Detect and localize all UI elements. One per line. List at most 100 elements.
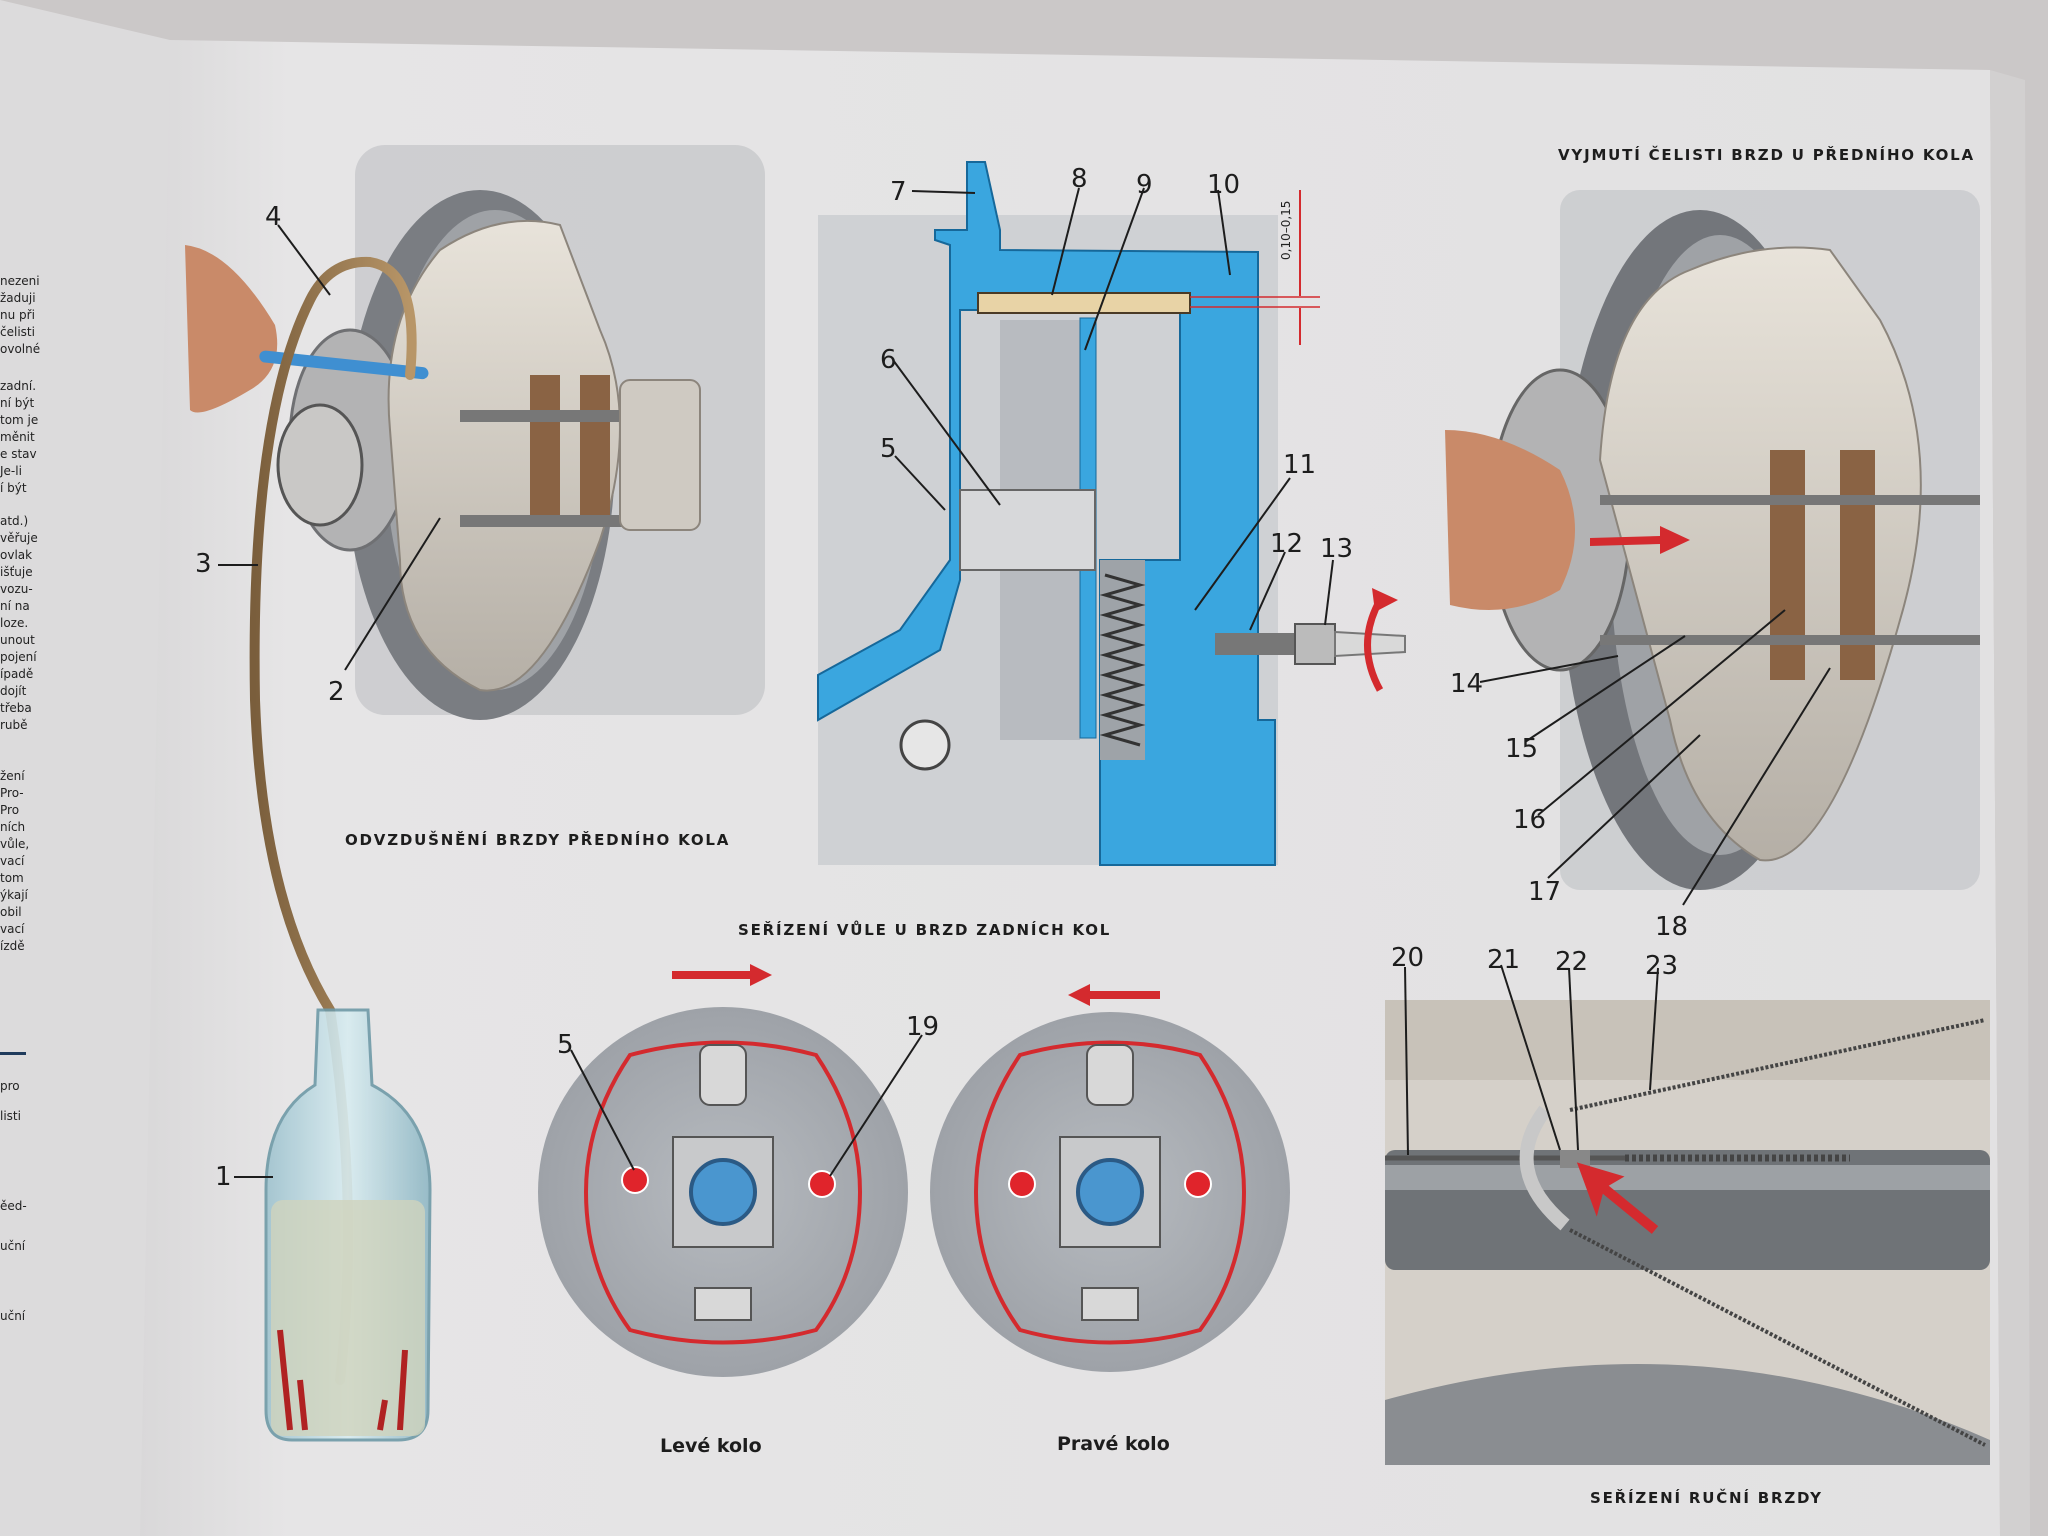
left-page-fragment: listi [0, 1109, 21, 1123]
callout-14: 14 [1450, 669, 1483, 699]
left-page-fragment: Pro- [0, 786, 24, 800]
callout-10: 10 [1207, 170, 1240, 200]
callout-7: 7 [890, 177, 907, 207]
callout-19: 19 [906, 1012, 939, 1042]
handbrake-arrow [1576, 1162, 1659, 1234]
left-wheel-cylinder [699, 1044, 747, 1106]
cable-lower [1569, 1228, 1986, 1447]
caliper-outer [619, 379, 701, 531]
left-page-fragment: dojít [0, 684, 27, 698]
right-wheel-drum [930, 984, 1290, 1372]
callout-6: 6 [880, 345, 897, 375]
right-anchor [1081, 1287, 1139, 1321]
brake-cutaway-section: 0,10–0,15 [817, 161, 1406, 866]
label-right-wheel: Pravé kolo [1057, 1433, 1170, 1455]
callout-15: 15 [1505, 734, 1538, 764]
wheel-hub [276, 403, 364, 527]
left-adjuster-cam-5[interactable] [621, 1166, 649, 1194]
left-page-fragment: Je-li [0, 464, 22, 478]
left-page-fragment: ěed- [0, 1199, 27, 1213]
callout-3: 3 [195, 549, 212, 579]
right-wheel-cylinder [1086, 1044, 1134, 1106]
left-page-fragment: měnit [0, 430, 35, 444]
callout-11: 11 [1283, 450, 1316, 480]
lock-nut [1294, 623, 1336, 665]
left-page-fragment: vůle, [0, 837, 29, 851]
exhaust-pipe [1385, 1364, 1990, 1465]
left-page-fragment: ní na [0, 599, 30, 613]
shoe-pad [1770, 450, 1805, 680]
left-page-fragment: zadní. [0, 379, 36, 393]
left-page-fragment: unout [0, 633, 35, 647]
axle-highlight [1385, 1165, 1990, 1190]
left-page-fragment: í být [0, 481, 27, 495]
callout-22: 22 [1555, 947, 1588, 977]
callout-1: 1 [215, 1162, 232, 1192]
left-page-fragment: e stav [0, 447, 37, 461]
left-page-fragment: žaduji [0, 291, 36, 305]
left-page-fragment: vací [0, 854, 25, 868]
left-page-fragment: čelisti [0, 325, 35, 339]
callout-8: 8 [1071, 164, 1088, 194]
callout-9: 9 [1136, 170, 1153, 200]
left-page-fragment: ýkají [0, 888, 29, 902]
left-page-fragment: ízdě [0, 939, 25, 953]
left-page-fragment: ovlak [0, 548, 32, 562]
right-hub-bearing [1076, 1158, 1144, 1226]
caption-handbrake: SEŘÍZENÍ RUČNÍ BRZDY [1590, 1488, 1823, 1507]
left-hub-bearing [689, 1158, 757, 1226]
shoe-pin-2 [1600, 635, 1980, 645]
callout-18: 18 [1655, 912, 1688, 942]
left-page-fragment: nezeni [0, 274, 40, 288]
left-page-fragment: obil [0, 905, 22, 919]
right-direction-arrow-head [1068, 984, 1090, 1006]
clearance-label: 0,10–0,15 [1279, 201, 1293, 260]
leader-lines [218, 187, 1831, 1178]
left-page-rule [0, 1052, 26, 1055]
left-page-fragment: uční [0, 1239, 26, 1253]
left-page-fragment: ovolné [0, 342, 40, 356]
caption-shoe-removal: VYJMUTÍ ČELISTI BRZD U PŘEDNÍHO KOLA [1558, 145, 1975, 164]
left-anchor [694, 1287, 752, 1321]
brake-pad-2 [580, 375, 610, 525]
callout-21: 21 [1487, 945, 1520, 975]
shoe-pin [1600, 495, 1980, 505]
left-page-fragment: uční [0, 1309, 26, 1323]
brake-fluid [271, 1200, 425, 1436]
callout-12: 12 [1270, 529, 1303, 559]
brake-caliper [387, 219, 621, 692]
shoe-hand [1445, 430, 1575, 610]
caption-rear-adjust: SEŘÍZENÍ VŮLE U BRZD ZADNÍCH KOL [738, 919, 1111, 939]
page-edges [1990, 70, 2030, 1536]
left-page-fragment: pojení [0, 650, 37, 664]
adjusting-screw [1215, 633, 1315, 655]
left-page-fragment: žení [0, 769, 25, 783]
left-wheel-drum [538, 964, 908, 1377]
rotation-arrow-head [1372, 588, 1398, 612]
right-shoes-outline [973, 1040, 1247, 1345]
clearance-lines [1190, 296, 1320, 308]
adjusting-nuts [1560, 1150, 1590, 1168]
left-page-fragment: išťuje [0, 565, 33, 579]
hand [185, 245, 278, 413]
caliper-pin [460, 410, 660, 422]
left-page-fragment: nu při [0, 308, 35, 322]
left-adjuster-cam-19[interactable] [808, 1170, 836, 1198]
right-adjuster-cam-left[interactable] [1008, 1170, 1036, 1198]
caliper-pin-2 [460, 515, 660, 527]
left-page-fragment: ní být [0, 396, 34, 410]
callout-17: 17 [1528, 877, 1561, 907]
right-adjuster-cam-right[interactable] [1184, 1170, 1212, 1198]
shoe-caliper [1598, 246, 1922, 862]
left-page-fragment: věřuje [0, 531, 38, 545]
callout-4: 4 [265, 202, 282, 232]
shoe-pad-2 [1840, 450, 1875, 680]
left-page [0, 0, 175, 1536]
left-page-fragment: ípadě [0, 667, 33, 681]
left-page-fragment: vací [0, 922, 25, 936]
left-page-fragment: rubě [0, 718, 28, 732]
equalizer [1519, 1105, 1570, 1231]
left-shoes-outline [583, 1040, 863, 1345]
